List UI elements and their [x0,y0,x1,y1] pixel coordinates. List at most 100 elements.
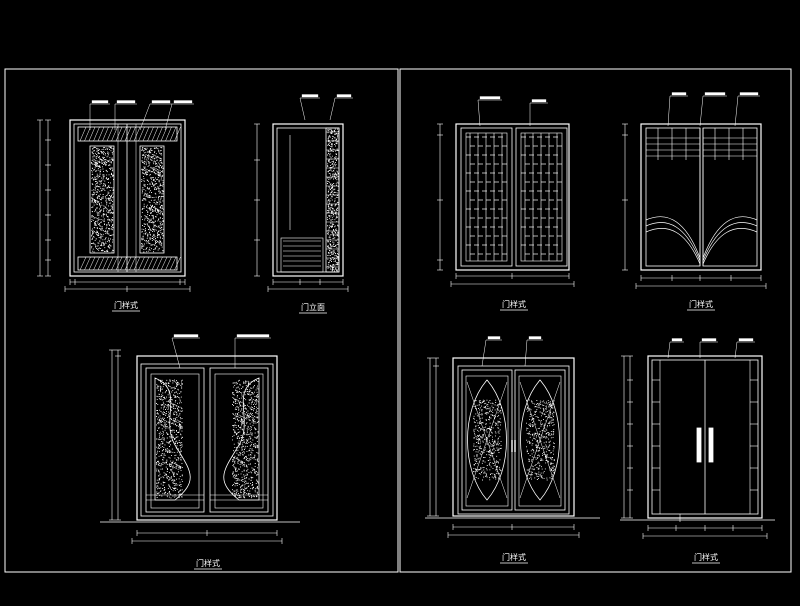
door-outline [739,92,759,96]
drawing-path [232,379,259,499]
door-outline [173,334,199,338]
door-outline [173,100,193,104]
door-outline [460,127,513,267]
door-caption: 门立面 [301,302,325,312]
drawing-line [133,256,141,271]
door-outline [139,145,165,254]
door-outline [531,99,547,103]
door-caption: 门样式 [114,300,138,310]
door-outline [145,367,205,513]
drawing-line [93,126,100,142]
drawing-line [142,126,150,142]
drawing-line [111,126,118,142]
door-outline [301,94,319,98]
drawing-line [129,256,136,271]
drawing-line [299,97,306,121]
drawing-path [467,379,507,501]
drawing-path [702,222,758,262]
drawing-line [97,126,105,142]
door-outline [272,123,344,277]
door-outline [280,237,324,273]
door-outline [91,100,109,104]
drawing-line [169,256,177,271]
drawing-line [88,256,96,271]
drawing-line [124,256,132,271]
drawing-line [142,256,150,271]
drawing-path [156,379,183,499]
drawing-line [151,126,159,142]
door-outline [452,357,575,517]
drawing-line [79,126,87,142]
door-outline [77,256,178,271]
door-3-lattice: 门样式 [437,96,575,311]
drawing-path [702,216,758,259]
drawing-line [165,126,172,142]
door-outline [708,427,714,463]
door-outline [487,336,501,340]
door-outline [140,363,274,517]
drawing-line [169,126,177,142]
drawing-line [79,256,87,271]
door-outline [701,338,717,342]
door-7-panels: 门样式 [620,338,775,564]
drawing-line [106,256,114,271]
door-outline [528,336,542,340]
drawing-line [84,126,91,142]
left-sheet-frame [4,68,399,573]
drawing-line [466,381,508,499]
drawing-line [120,126,127,142]
door-outline [89,145,115,254]
drawing-line [84,256,91,271]
door-outline [336,94,352,98]
drawing-path [645,216,701,259]
drawing-line [734,341,738,359]
drawing-line [151,256,159,271]
drawing-line [97,256,105,271]
drawing-line [138,126,145,142]
door-outline [325,127,340,273]
drawing-line [477,99,481,127]
drawing-line [133,126,141,142]
door-outline [520,132,563,262]
door-1-sliding-speckled: 门样式 [37,100,194,312]
door-outline [136,355,278,521]
door-outline [647,355,763,519]
door-outline [69,119,186,277]
door-outline [214,373,264,509]
drawing-line [124,126,132,142]
right-sheet-frame [399,68,792,573]
door-outline [479,96,501,100]
drawing-line [699,95,704,127]
drawing-line [171,337,181,369]
drawing-line [156,256,163,271]
door-outline [704,92,726,96]
drawing-path [154,377,191,501]
drawing-line [120,256,127,271]
drawing-line [481,339,487,367]
door-outline [702,127,758,267]
door-outline [455,123,570,271]
door-caption: 门样式 [502,299,526,309]
drawing-line [93,256,100,271]
door-outline [738,338,754,342]
door-outline [209,367,269,513]
door-outline [457,365,570,515]
door-outline [671,92,687,96]
door-caption: 门样式 [502,552,526,562]
drawing-line [115,126,123,142]
door-outline [77,126,178,142]
drawing-line [174,126,181,142]
door-outline [465,375,509,507]
door-caption: 门样式 [689,299,713,309]
drawing-path [223,377,260,501]
drawing-line [147,126,154,142]
drawing-line [524,339,528,367]
drawing-line [164,103,173,131]
drawing-line [329,97,336,121]
door-outline [518,375,562,507]
drawing-path [702,228,758,265]
door-5-vase: 门样式 [100,334,300,570]
door-caption: 门样式 [196,558,220,568]
drawing-line [115,256,123,271]
drawing-line [165,256,172,271]
